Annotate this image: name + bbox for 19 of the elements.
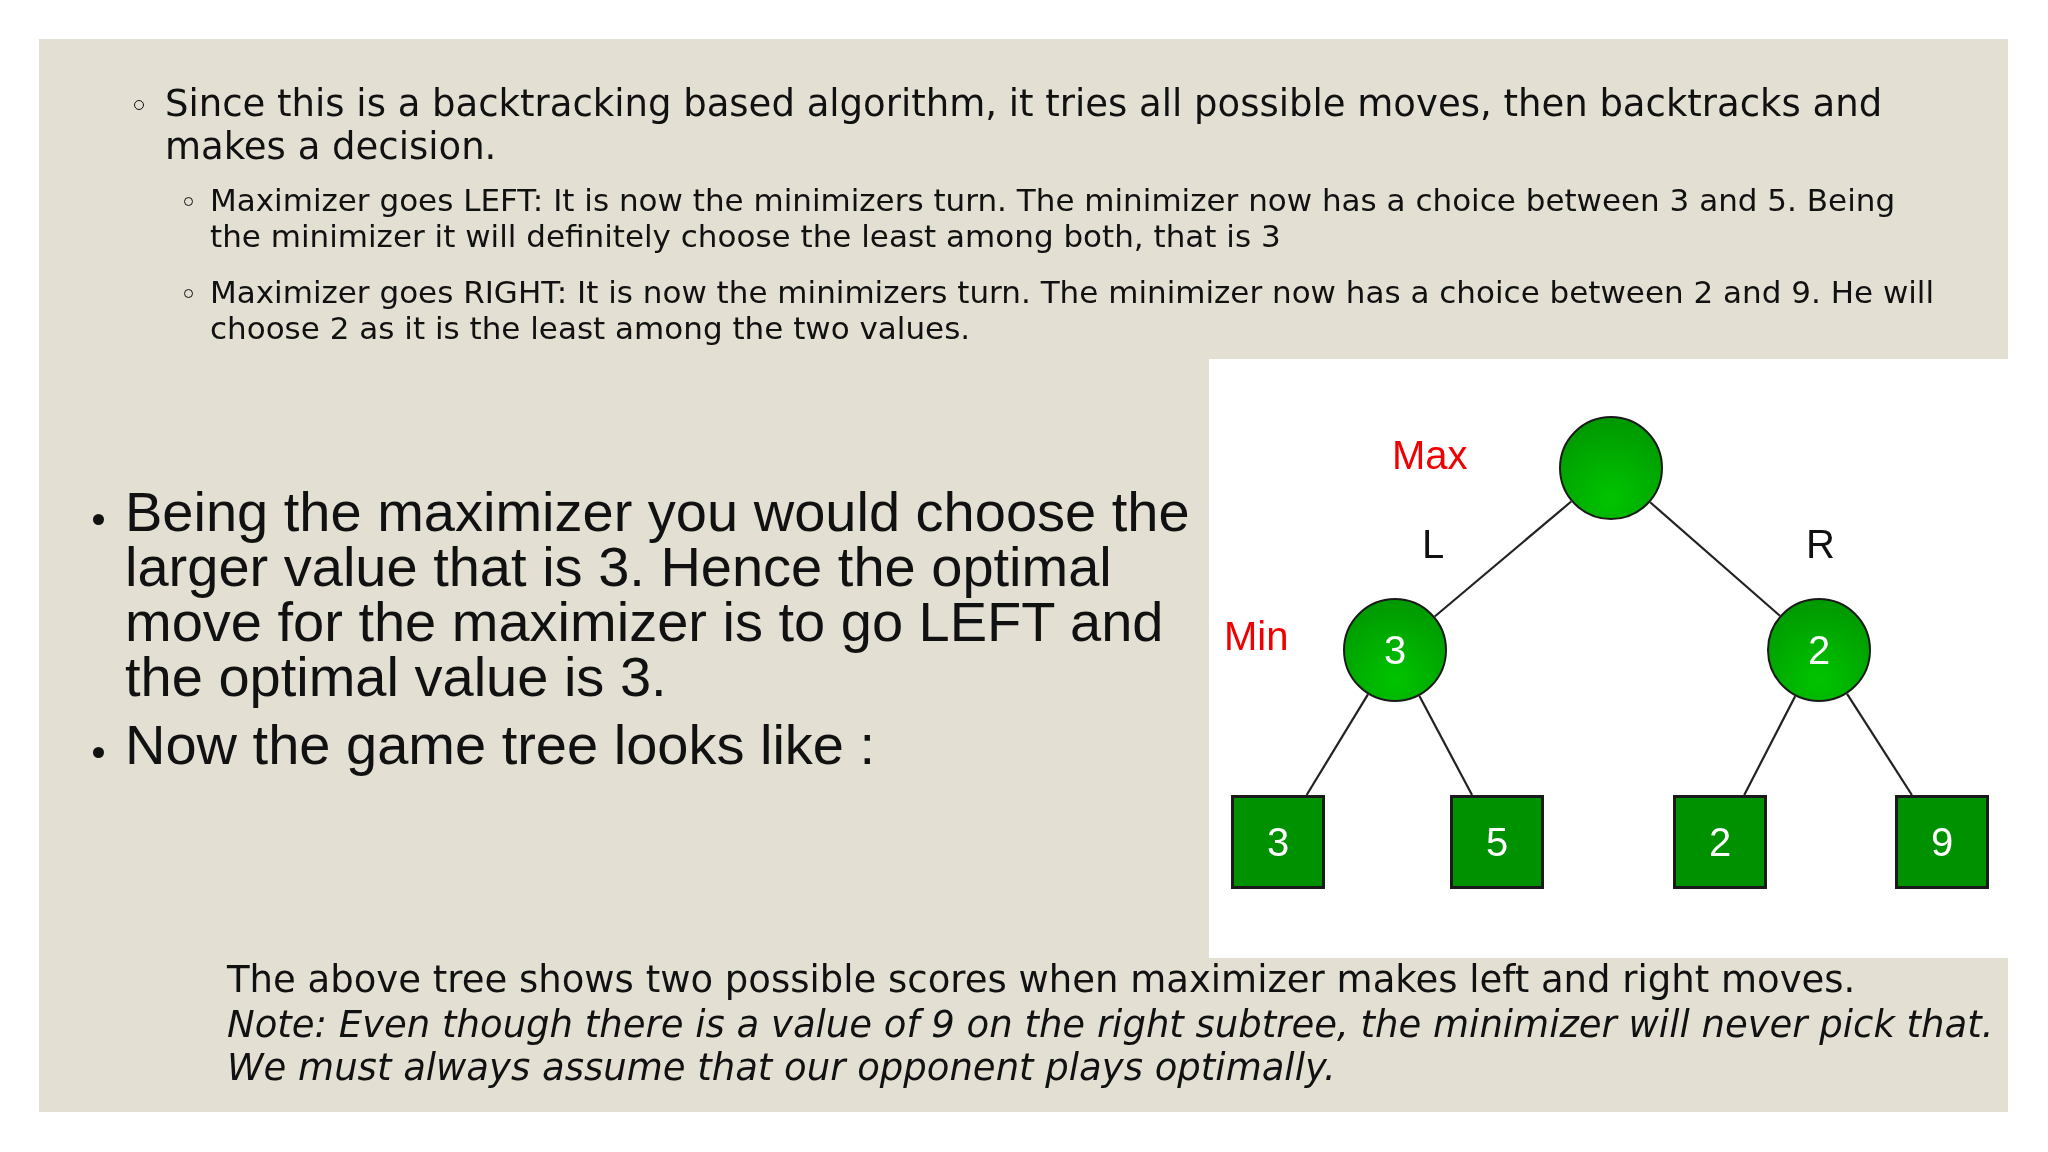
level-label: Min [1224,613,1290,660]
connector-line [1434,500,1572,618]
connector-line [1305,693,1369,796]
connector-line [1418,695,1473,796]
bullet-text: Maximizer goes RIGHT: It is now the minimizers turn. The minimizer now has a choice between 2 and 9. He will choose 2 as it is the least among the two values. [210,274,1936,347]
connector-line [1846,693,1913,796]
connector-line [1743,695,1797,796]
bullet-text: Maximizer goes LEFT: It is now the minimizers turn. The minimizer now has a choice between 3 and 5. Being the minimizer it will definitely choose the least among both, that is 3 [210,182,1897,255]
edge-label: L [1422,522,1445,567]
leaf-node-square: 9 [1895,795,1989,889]
leaf-node-square: 2 [1673,795,1767,889]
connector-line [1649,501,1781,617]
note-text: Note: Even though there is a value of 9 on the right subtree, the minimizer will never pick that. We must always assume that our opponent plays optimally. [227,1003,1995,1090]
leaf-node-square: 3 [1231,795,1325,889]
body-text: The above tree shows two possible scores when maximizer makes left and right moves. [227,958,1857,1002]
bullet-text: Since this is a backtracking based algorithm, it tries all possible moves, then backtracks and makes a decision. [165,82,1884,169]
edge-label: R [1806,522,1835,567]
level-label: Max [1392,432,1469,479]
leaf-node-square: 5 [1450,795,1544,889]
